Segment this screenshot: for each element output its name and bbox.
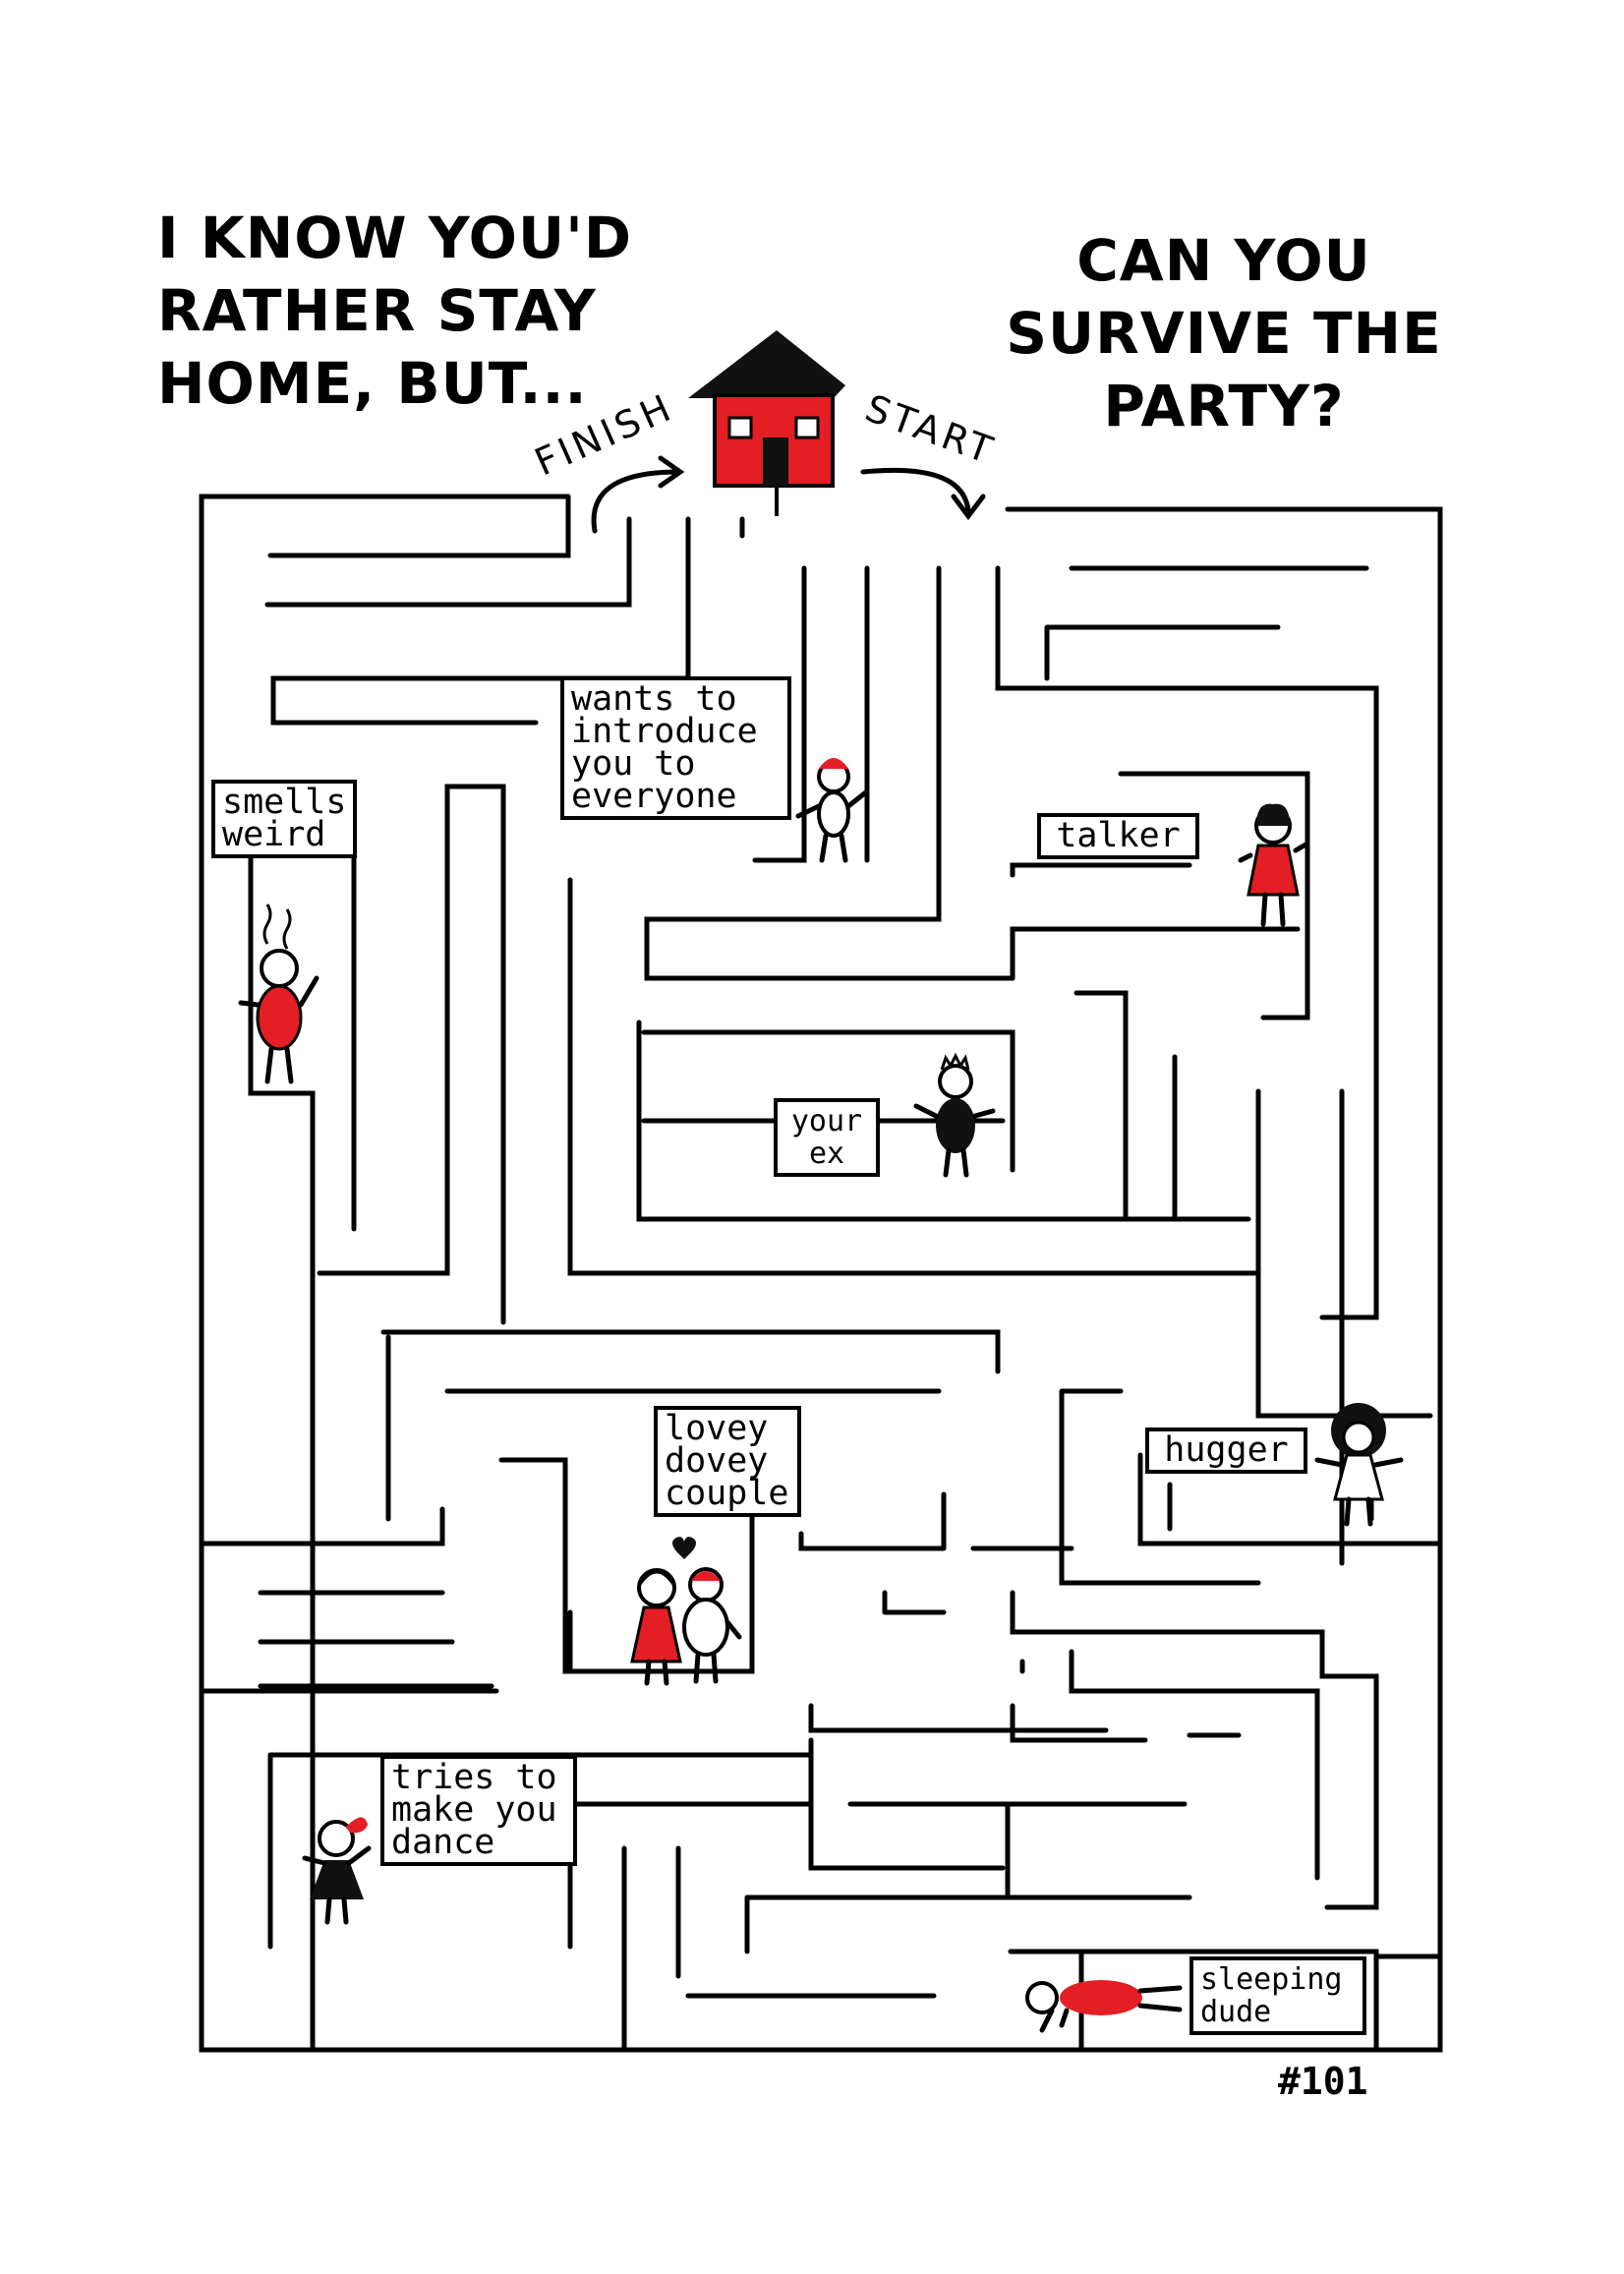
- label-your-ex: your ex: [774, 1098, 880, 1177]
- hugger-character-icon: [1314, 1403, 1404, 1527]
- issue-number: #101: [1278, 2060, 1368, 2103]
- label-hugger: hugger: [1145, 1428, 1307, 1474]
- label-lovey-dovey-couple: lovey dovey couple: [654, 1406, 801, 1517]
- maze-walls: [199, 494, 1443, 2053]
- label-tries-to-make-you-dance: tries to make you dance: [380, 1755, 577, 1866]
- label-sleeping-dude: sleeping dude: [1189, 1956, 1366, 2035]
- dancer-character-icon: [302, 1817, 372, 1925]
- title-right: CAN YOU SURVIVE THE PARTY?: [1006, 227, 1442, 439]
- house-icon: [688, 330, 845, 516]
- label-introducer: wants to introduce you to everyone: [560, 676, 791, 820]
- sleeping-dude-character-icon: [1025, 1980, 1183, 2033]
- start-arrow-icon: [860, 467, 986, 521]
- smelly-character-icon: [238, 904, 319, 1084]
- title-left: I KNOW YOU'D RATHER STAY HOME, BUT...: [157, 204, 632, 417]
- finish-arrow-icon: [591, 455, 685, 534]
- ex-character-icon: [913, 1052, 996, 1178]
- couple-character-icon: [630, 1537, 742, 1686]
- talker-character-icon: [1238, 803, 1310, 927]
- label-talker: talker: [1037, 813, 1199, 859]
- introducer-character-icon: [795, 758, 870, 863]
- label-smells-weird: smells weird: [211, 780, 357, 858]
